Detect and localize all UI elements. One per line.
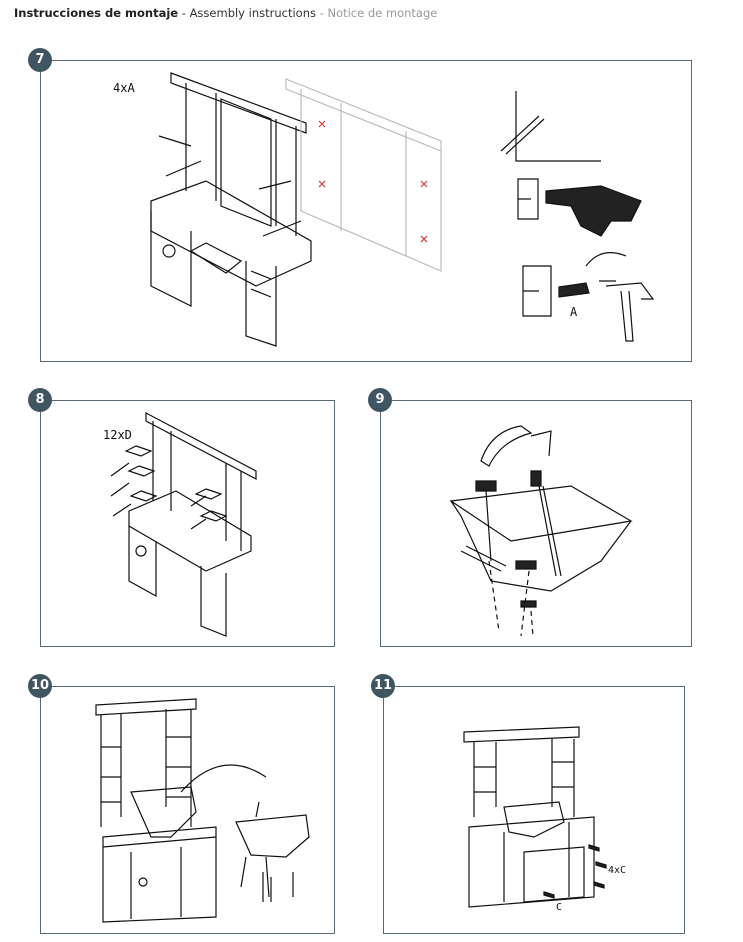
hardware-label-a: A: [570, 305, 578, 319]
step-10-panel: 10: [28, 674, 335, 934]
faucet-installation-illustration: [449, 425, 633, 637]
title-french: Notice de montage: [327, 6, 438, 20]
hardware-label-4xc: 4xC: [608, 865, 627, 876]
step-11-panel: 11 4xC C: [371, 674, 685, 934]
step-9-panel: 9: [368, 388, 692, 647]
hardware-label-12xd: 12xD: [103, 428, 132, 442]
step-7-panel: 7 4xA A: [28, 48, 692, 362]
title-english: Assembly instructions: [189, 6, 316, 20]
page-header: Instrucciones de montaje - Assembly inst…: [14, 6, 437, 20]
separator: -: [178, 6, 190, 20]
hardware-label-4xa: 4xA: [113, 81, 135, 95]
back-panel-illustration: [463, 726, 607, 908]
step-number-badge: 8: [28, 388, 52, 412]
separator: -: [316, 6, 328, 20]
basin-installation-illustration: [95, 698, 310, 923]
title-spanish: Instrucciones de montaje: [14, 6, 179, 20]
vanity-mirror-illustration: [150, 72, 655, 347]
step-number-badge: 10: [28, 674, 52, 698]
step-8-panel: 8 12xD: [28, 388, 335, 647]
step-number-badge: 11: [371, 674, 395, 698]
step-number-badge: 9: [368, 388, 392, 412]
shelf-installation-illustration: [110, 412, 257, 637]
step-number-badge: 7: [28, 48, 52, 72]
hardware-label-c: C: [556, 902, 563, 913]
